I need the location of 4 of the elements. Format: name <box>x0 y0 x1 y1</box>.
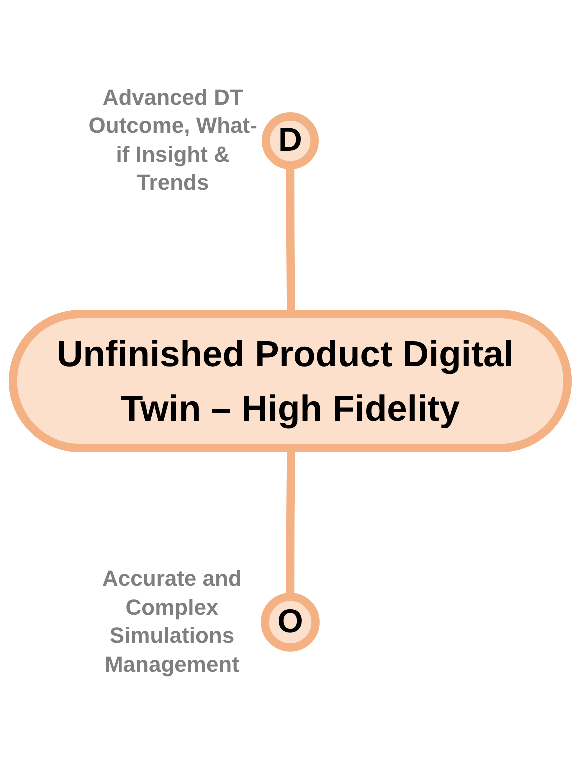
node-circle: O <box>261 592 320 652</box>
node-circle: D <box>262 112 319 170</box>
node-caption: Advanced DT Outcome, What-if Insight & Trends <box>88 84 258 198</box>
node-caption: Accurate and Complex Simulations Management <box>102 564 243 679</box>
